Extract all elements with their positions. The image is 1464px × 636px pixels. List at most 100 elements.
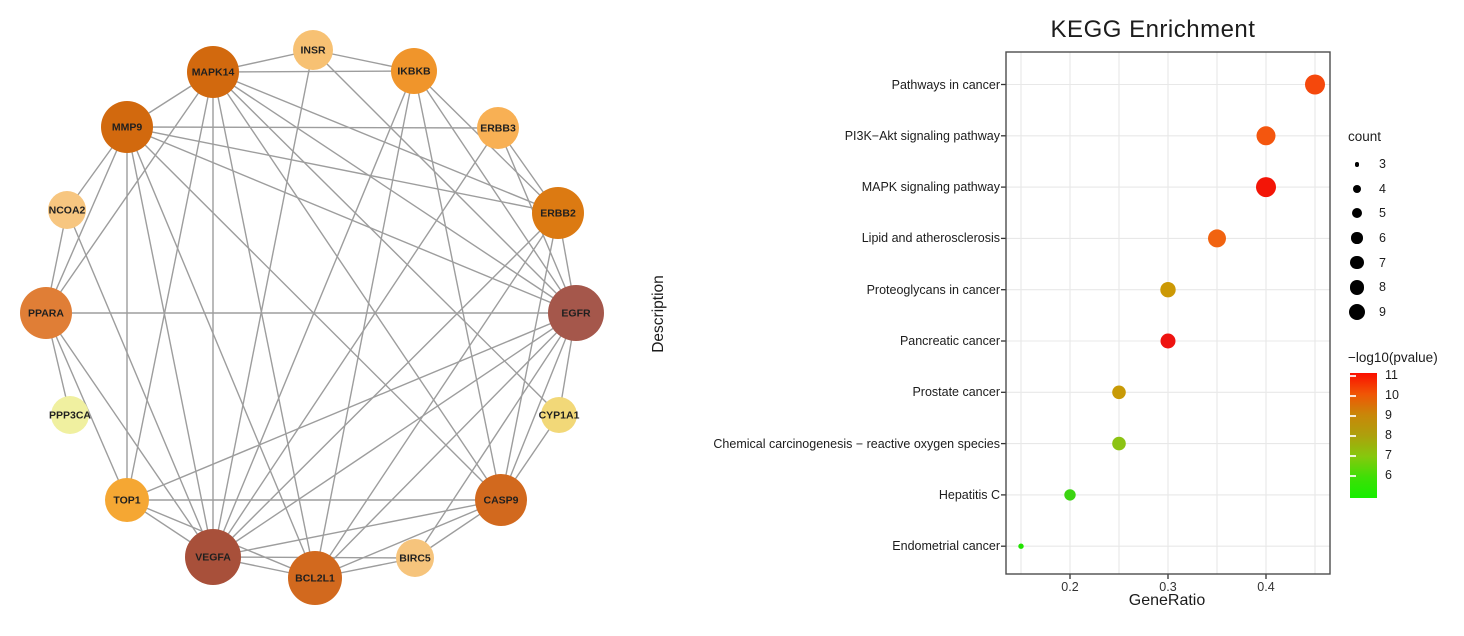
count-dot (1352, 208, 1362, 219)
count-legend-item: 4 (1345, 177, 1455, 202)
network-edge (126, 126, 559, 214)
gene-node-label: MAPK14 (192, 67, 235, 79)
gene-node-label: PPP3CA (49, 410, 91, 422)
gene-node-label: TOP1 (113, 495, 140, 507)
count-legend-title: count (1348, 129, 1382, 144)
gene-node-label: IKBKB (397, 66, 431, 78)
gene-node-label: INSR (300, 45, 326, 57)
gene-node-birc5 (396, 539, 434, 577)
network-edge (212, 71, 560, 416)
count-value: 9 (1379, 304, 1386, 319)
network-edges (45, 49, 577, 579)
pvalue-tick-label: 9 (1385, 408, 1392, 422)
gene-node-egfr (548, 285, 604, 341)
pvalue-tickmark (1350, 395, 1356, 397)
network-edge (126, 126, 214, 558)
pvalue-tickmark (1350, 435, 1356, 437)
network-edge (126, 126, 316, 579)
count-legend-item: 3 (1345, 152, 1455, 177)
count-legend-item: 9 (1345, 300, 1455, 325)
gene-node-label: NCOA2 (49, 205, 86, 217)
network-edge (500, 212, 559, 501)
enrichment-dot (1112, 385, 1126, 400)
enrichment-dot (1160, 282, 1176, 298)
gene-node-ncoa2 (48, 191, 86, 229)
gene-node-label: BCL2L1 (295, 573, 335, 585)
count-legend-items: 3 4 5 6 7 8 9 (1345, 152, 1455, 324)
network-edge (212, 71, 577, 314)
network-edge (126, 126, 499, 129)
count-value: 8 (1379, 280, 1386, 295)
category-label: Endometrial cancer (892, 539, 1000, 554)
network-edge (66, 209, 214, 558)
gene-node-ppp3ca (51, 396, 89, 434)
gene-node-label: ERBB2 (540, 208, 576, 220)
network-edge (126, 126, 577, 314)
count-dot (1351, 232, 1363, 244)
enrichment-dot (1112, 436, 1126, 451)
gene-node-label: BIRC5 (399, 553, 431, 565)
gene-node-label: CASP9 (483, 495, 518, 507)
category-label: MAPK signaling pathway (861, 180, 1000, 195)
count-value: 5 (1379, 206, 1386, 221)
x-tick-label: 0.4 (1257, 580, 1275, 594)
enrichment-dot (1018, 543, 1024, 549)
count-dot-cell (1345, 208, 1369, 219)
count-dot-cell (1345, 255, 1369, 270)
kegg-dot-plot (1001, 51, 1331, 579)
gene-node-mapk14 (187, 46, 239, 98)
count-dot (1350, 255, 1364, 270)
network-edge (212, 499, 502, 558)
network-edge (212, 71, 559, 214)
count-legend-item: 5 (1345, 201, 1455, 226)
gene-node-top1 (105, 478, 149, 522)
pvalue-tick-label: 11 (1385, 368, 1398, 382)
network-edge (212, 49, 314, 558)
gene-node-casp9 (475, 474, 527, 526)
gene-node-vegfa (185, 529, 241, 585)
gene-node-ikbkb (391, 48, 437, 94)
count-dot (1349, 279, 1365, 295)
y-axis-title: Description (650, 275, 667, 353)
network-edge (314, 70, 415, 579)
pvalue-tick-label: 7 (1385, 448, 1392, 462)
category-label: Pancreatic cancer (899, 334, 1000, 348)
category-label: Prostate cancer (912, 385, 1000, 400)
network-edge (212, 70, 415, 558)
enrichment-dot (1064, 489, 1076, 501)
gene-node-ppara (20, 287, 72, 339)
network-edge (212, 127, 499, 558)
gene-node-label: CYP1A1 (539, 410, 580, 422)
count-value: 6 (1379, 231, 1386, 246)
count-legend-item: 8 (1345, 275, 1455, 300)
network-edge (312, 49, 577, 314)
category-label: PI3K−Akt signaling pathway (844, 128, 1000, 143)
enrichment-dot (1208, 229, 1226, 248)
gene-node-label: PPARA (28, 308, 64, 320)
gene-node-insr (293, 30, 333, 70)
gene-node-erbb3 (477, 107, 519, 149)
pvalue-tickmark (1350, 475, 1356, 477)
pvalue-tick-label: 6 (1385, 468, 1392, 482)
count-dot (1354, 162, 1360, 167)
count-value: 7 (1379, 255, 1386, 270)
count-dot-cell (1345, 162, 1369, 167)
gene-node-cyp1a1 (541, 397, 577, 433)
count-dot-cell (1345, 279, 1369, 295)
plot-gridlines (1006, 52, 1330, 574)
network-edge (212, 71, 316, 579)
count-legend-item: 7 (1345, 250, 1455, 275)
count-value: 3 (1379, 157, 1386, 172)
network-edge (212, 70, 415, 73)
network-edge (212, 312, 577, 558)
gene-node-label: ERBB3 (480, 123, 516, 135)
network-edge (413, 70, 577, 314)
count-legend-item: 6 (1345, 226, 1455, 251)
gene-node-erbb2 (532, 187, 584, 239)
enrichment-dot (1256, 177, 1276, 198)
network-edge (45, 71, 214, 314)
network-edge (314, 312, 577, 579)
